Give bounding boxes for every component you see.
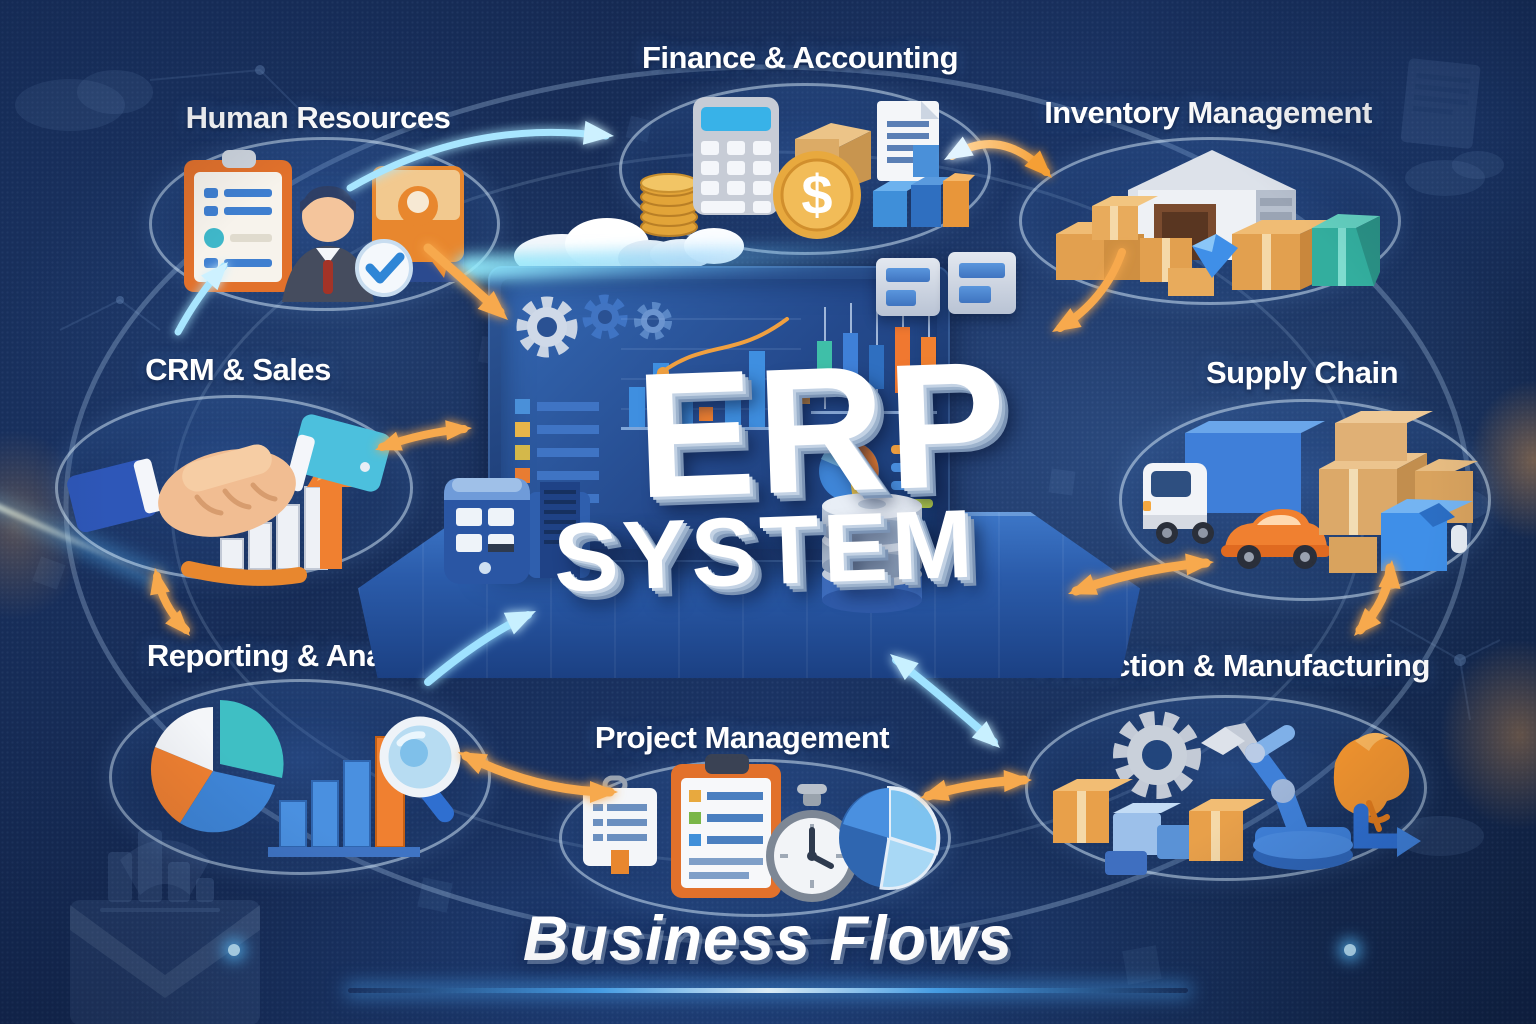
envelope-icon [70, 840, 260, 1024]
supply-chain-bubble [1122, 402, 1488, 598]
handshake-icon [67, 413, 391, 537]
server-icon [444, 478, 590, 584]
check-badge-icon [354, 239, 413, 297]
document-icon [1400, 58, 1481, 149]
crm-sales-bubble [58, 398, 410, 586]
arrow-hr-to-finance [346, 120, 614, 192]
gear-icon [1112, 711, 1201, 799]
human-resources-bubble [152, 140, 497, 308]
dollar-coin-icon: $ [773, 151, 861, 239]
magnifier-icon [379, 716, 460, 822]
pie-chart-icon [150, 699, 284, 832]
network-node [1454, 654, 1466, 666]
arrow-platform-supply-bidirectional [1068, 553, 1214, 596]
project-management-bubble [562, 754, 948, 914]
browser-window-icon [876, 258, 940, 316]
robot-arm-icon [1200, 723, 1353, 870]
gears-icon [516, 294, 672, 358]
stopwatch-icon [766, 784, 858, 902]
network-node [255, 65, 265, 75]
module-label: CRM & Sales [145, 352, 331, 387]
boxes-icon [1318, 411, 1478, 573]
pie-chart-icon [839, 785, 941, 890]
glow-dot [228, 944, 240, 956]
module-label: Project Management [594, 720, 890, 755]
arrow-reporting-to-platform [424, 611, 536, 686]
database-icon [822, 493, 922, 613]
arrow-supply-production-bidirectional [1354, 560, 1401, 636]
inventory-management-bubble [1022, 140, 1398, 302]
truck-icon [1142, 421, 1325, 544]
bar-silhouette-icon [100, 830, 220, 912]
network-lines [59, 298, 161, 331]
page-title: Business Flows [522, 904, 1014, 974]
production-manufacturing-bubble [1028, 698, 1424, 878]
dollar-sign: $ [801, 163, 832, 226]
module-label: Supply Chain [1205, 355, 1399, 390]
employee-icon [281, 186, 374, 302]
trend-line-icon [649, 317, 789, 383]
candlestick-chart-icon [811, 301, 937, 414]
orange-box-icon [943, 173, 975, 227]
clipboard-icon [183, 150, 292, 292]
blue-box-icon [1380, 499, 1473, 571]
note-icon [583, 775, 657, 874]
arrow-crm-reporting-bidirectional [150, 568, 190, 636]
car-icon [1220, 509, 1331, 569]
arrow-inventory-to-center [1052, 248, 1126, 332]
title-underline-glow [348, 988, 1188, 993]
coin-stack-icon [640, 173, 698, 237]
arrow-crm-center-bidirectional [375, 420, 472, 451]
reporting-analytics-bubble [112, 682, 488, 872]
browser-window-icon [948, 252, 1016, 314]
boxes-icon [1052, 779, 1265, 875]
arrow-finance-inventory-bidirectional [944, 136, 1052, 178]
module-label: Human Resources [185, 100, 451, 135]
module-label: Finance & Accounting [641, 40, 959, 75]
calculator-icon [693, 97, 779, 215]
blue-cubes-icon [873, 145, 955, 227]
network-lines [1389, 619, 1501, 721]
legend-list-icon [891, 445, 933, 508]
arrow-project-production-bidirectional [920, 769, 1032, 801]
glow-dot [1344, 944, 1356, 956]
finance-accounting-bubble: $ [622, 86, 988, 252]
material-hook-icon [1333, 732, 1421, 857]
arrow-reporting-project-bidirectional [458, 751, 618, 803]
module-label: Inventory Management [1044, 95, 1372, 130]
pie-chart-icon [819, 440, 879, 501]
gem-icon [1192, 234, 1238, 278]
checklist-clipboard-icon [671, 754, 781, 898]
teal-box-icon [1312, 214, 1380, 286]
arrow-hr-to-center [423, 243, 508, 320]
arrow-crm-to-hr [174, 262, 228, 336]
network-node [116, 296, 124, 304]
arrow-platform-project-bidirectional [890, 654, 1000, 748]
network-lines [149, 68, 301, 111]
